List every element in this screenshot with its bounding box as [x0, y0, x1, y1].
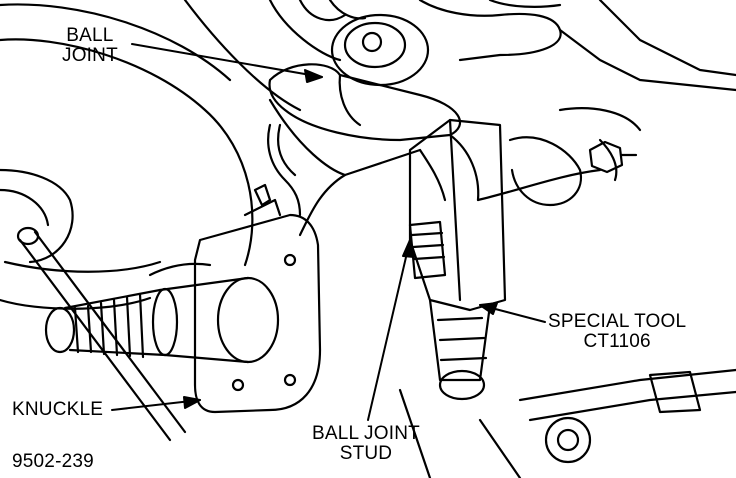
ball-joint-label-line-2: JOINT: [62, 45, 118, 66]
figure-number: 9502-239: [12, 452, 94, 472]
special-tool-label-line-1: SPECIAL TOOL: [548, 311, 687, 332]
ball-joint-label-line-1: BALL: [66, 25, 114, 46]
nut-right: [588, 140, 638, 174]
leader-lines: [111, 43, 546, 421]
spindle: [44, 276, 280, 364]
tie-rod-right: [398, 368, 736, 478]
ball-joint-leader: [131, 43, 323, 78]
ball-joint-stud: [408, 220, 447, 280]
brake-hose: [148, 123, 302, 277]
knuckle-label-text: KNUCKLE: [12, 399, 104, 420]
ball-joint-stud-label: BALL JOINT STUD: [312, 424, 420, 464]
special-tool: [408, 118, 507, 401]
special-tool-label: SPECIAL TOOL CT1106: [548, 312, 686, 352]
ball-joint-label: BALL JOINT: [62, 26, 118, 66]
knuckle: [193, 183, 322, 414]
rotor-outline: [0, 0, 342, 310]
tie-rod-left: [0, 168, 187, 442]
ball-joint-stud-label-line-2: STUD: [339, 443, 393, 464]
upper-control-arm: [298, 0, 736, 132]
figure-number-text: 9502-239: [12, 451, 94, 472]
ball-joint-stud-leader: [367, 239, 411, 421]
ball-joint-stud-label-line-1: BALL JOINT: [312, 423, 420, 444]
lower-arm-body: [268, 98, 618, 237]
special-tool-label-line-2: CT1106: [583, 331, 651, 352]
knuckle-label: KNUCKLE: [12, 400, 103, 420]
